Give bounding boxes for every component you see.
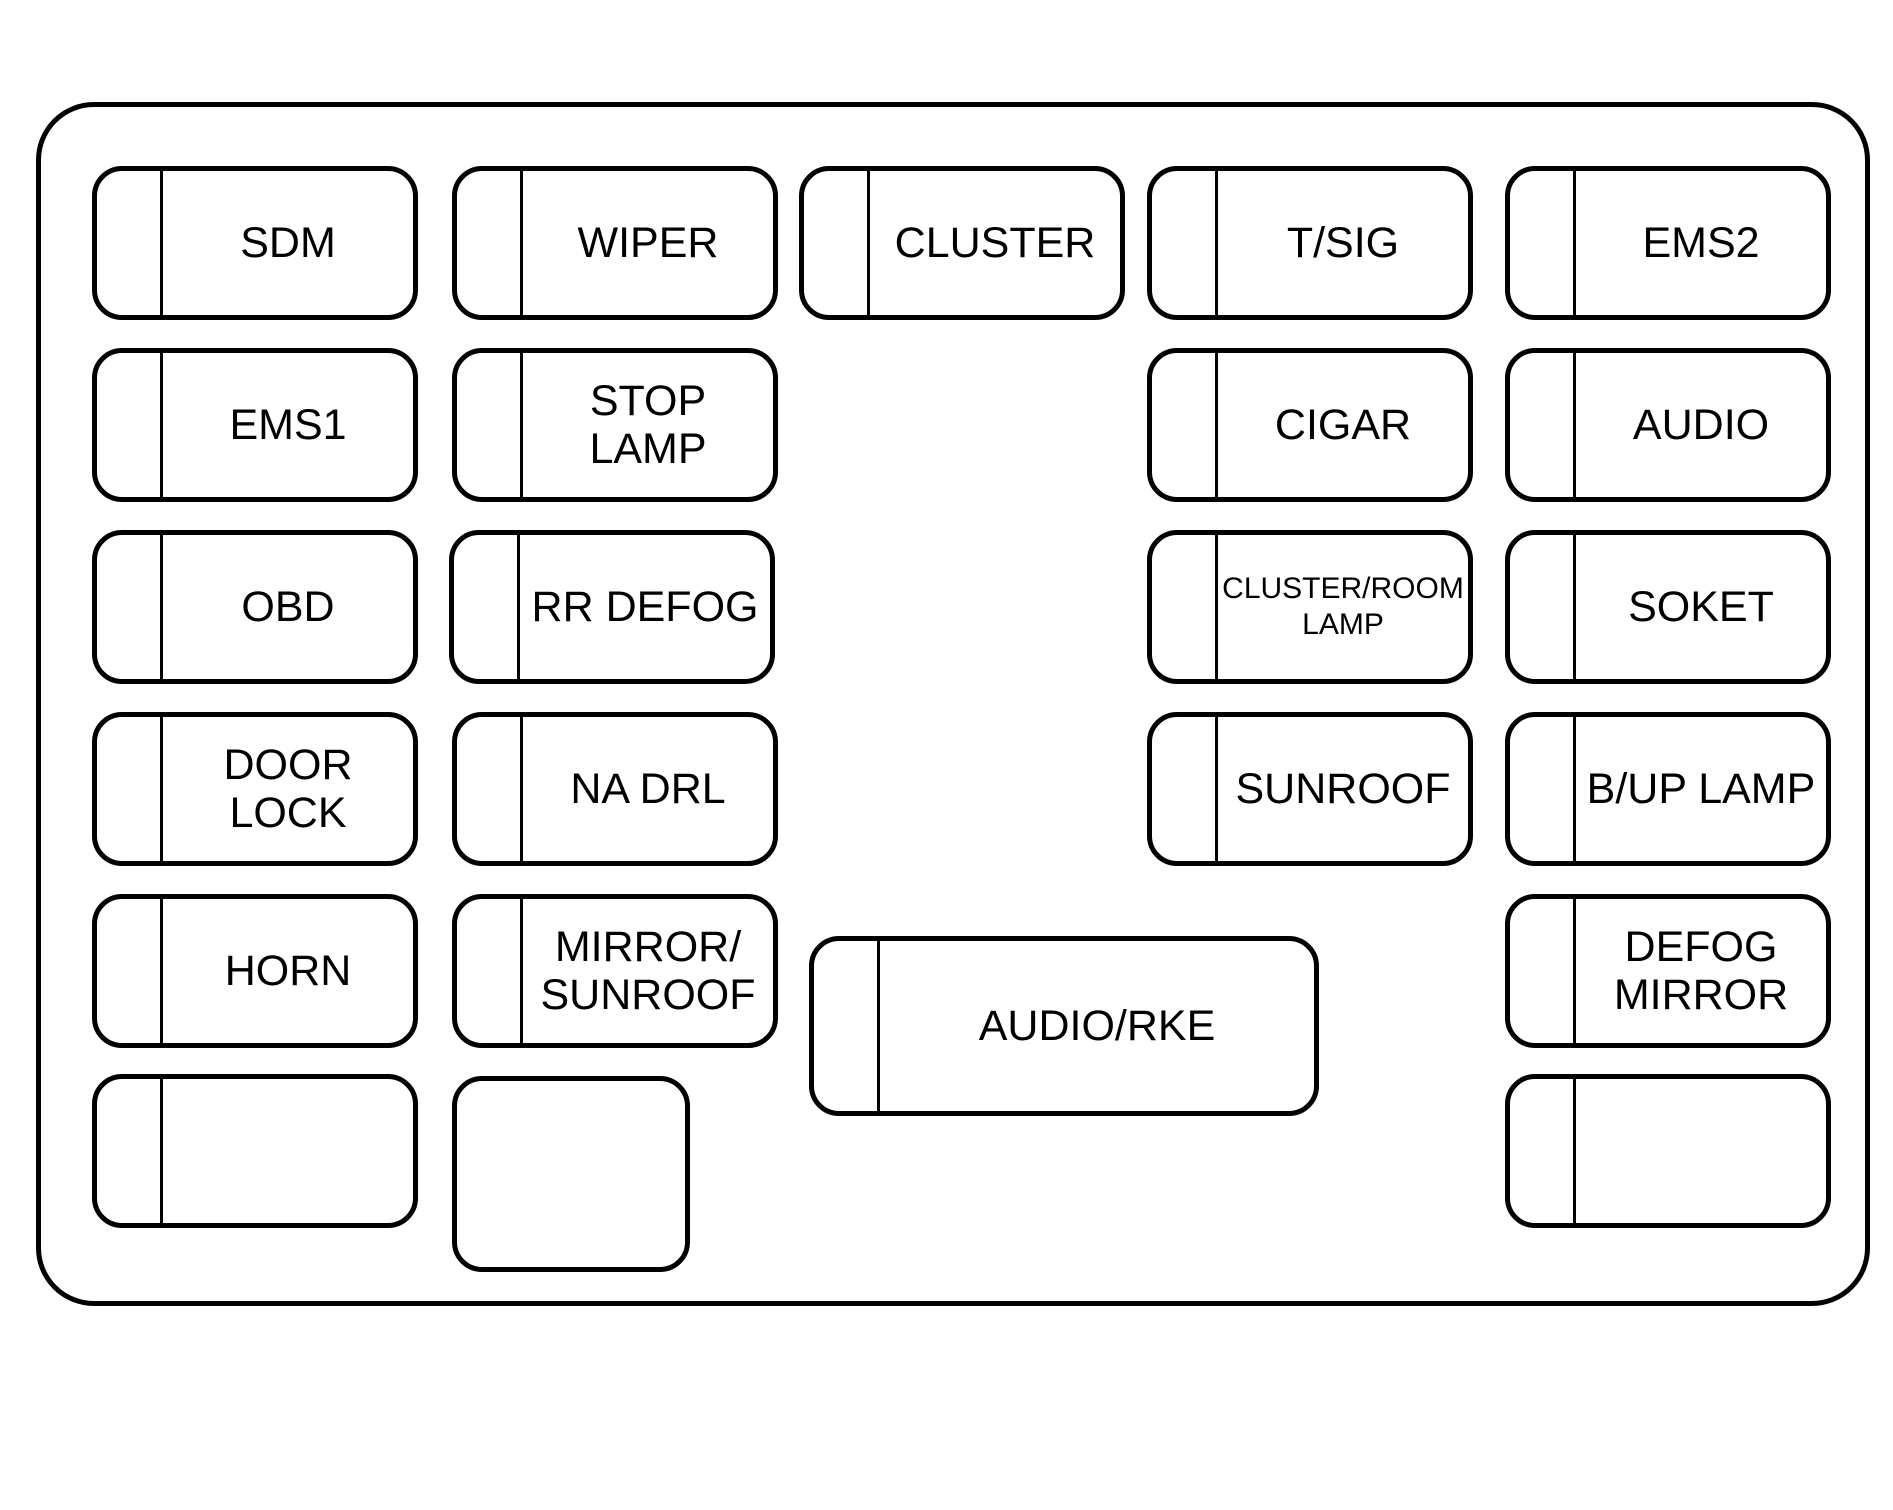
fuse-label: CLUSTER	[894, 218, 1096, 267]
fuse-divider	[1573, 171, 1576, 315]
fuse-label: B/UP LAMP	[1586, 764, 1816, 813]
fuse-spare-left	[92, 1074, 418, 1228]
fuse-stop-lamp: STOP LAMP	[452, 348, 778, 502]
fuse-label: HORN	[224, 946, 352, 995]
fuse-divider	[160, 717, 163, 861]
fuse-defog-mirror: DEFOG MIRROR	[1505, 894, 1831, 1048]
fuse-label: T/SIG	[1286, 218, 1400, 267]
fuse-label	[1576, 1079, 1826, 1223]
fuse-label: SUNROOF	[1235, 764, 1451, 813]
fuse-divider	[520, 717, 523, 861]
fuse-cigar: CIGAR	[1147, 348, 1473, 502]
fuse-label: SDM	[240, 218, 336, 267]
fuse-ems2: EMS2	[1505, 166, 1831, 320]
fuse-divider	[517, 535, 520, 679]
fuse-soket: SOKET	[1505, 530, 1831, 684]
fuse-divider	[520, 171, 523, 315]
fuse-audio: AUDIO	[1505, 348, 1831, 502]
fuse-label	[457, 1081, 685, 1267]
fuse-label: DEFOG MIRROR	[1613, 922, 1789, 1019]
fuse-label	[163, 1079, 413, 1223]
fuse-divider	[1215, 535, 1218, 679]
fuse-divider	[160, 171, 163, 315]
fuse-label: CLUSTER/ROOM LAMP	[1222, 572, 1464, 641]
fuse-cluster-room-lamp: CLUSTER/ROOM LAMP	[1147, 530, 1473, 684]
fuse-tsig: T/SIG	[1147, 166, 1473, 320]
fuse-cluster: CLUSTER	[799, 166, 1125, 320]
fuse-label: NA DRL	[570, 764, 726, 813]
fuse-divider	[867, 171, 870, 315]
fuse-divider	[1573, 899, 1576, 1043]
fuse-divider	[160, 899, 163, 1043]
fuse-wiper: WIPER	[452, 166, 778, 320]
fuse-mirror-sunroof: MIRROR/ SUNROOF	[452, 894, 778, 1048]
fuse-label: AUDIO	[1632, 400, 1770, 449]
fuse-label: SOKET	[1628, 582, 1774, 631]
fuse-divider	[1573, 1079, 1576, 1223]
fuse-obd: OBD	[92, 530, 418, 684]
fuse-ems1: EMS1	[92, 348, 418, 502]
fuse-spare-right	[1505, 1074, 1831, 1228]
fuse-door-lock: DOOR LOCK	[92, 712, 418, 866]
fuse-label: WIPER	[577, 218, 719, 267]
fuse-label: STOP LAMP	[589, 376, 707, 473]
fuse-divider	[160, 1079, 163, 1223]
fuse-divider	[1573, 717, 1576, 861]
fuse-sunroof: SUNROOF	[1147, 712, 1473, 866]
fuse-divider	[1215, 717, 1218, 861]
fuse-divider	[160, 535, 163, 679]
fuse-label: AUDIO/RKE	[978, 1001, 1216, 1050]
fuse-label: EMS1	[229, 400, 347, 449]
fuse-label: CIGAR	[1274, 400, 1412, 449]
fuse-divider	[877, 941, 880, 1111]
fuse-label: RR DEFOG	[531, 582, 759, 631]
fuse-spare-left-2	[452, 1076, 690, 1272]
fuse-label: OBD	[241, 582, 335, 631]
fuse-na-drl: NA DRL	[452, 712, 778, 866]
fuse-divider	[1215, 171, 1218, 315]
fuse-divider	[520, 353, 523, 497]
fuse-sdm: SDM	[92, 166, 418, 320]
fuse-audio-rke: AUDIO/RKE	[809, 936, 1319, 1116]
fuse-horn: HORN	[92, 894, 418, 1048]
fuse-label: EMS2	[1642, 218, 1760, 267]
fuse-divider	[1573, 535, 1576, 679]
fuse-divider	[160, 353, 163, 497]
fuse-bup-lamp: B/UP LAMP	[1505, 712, 1831, 866]
fuse-divider	[1573, 353, 1576, 497]
fuse-divider	[520, 899, 523, 1043]
fuse-rr-defog: RR DEFOG	[449, 530, 775, 684]
fuse-label: MIRROR/ SUNROOF	[540, 922, 756, 1019]
fuse-divider	[1215, 353, 1218, 497]
fuse-label: DOOR LOCK	[223, 740, 353, 837]
